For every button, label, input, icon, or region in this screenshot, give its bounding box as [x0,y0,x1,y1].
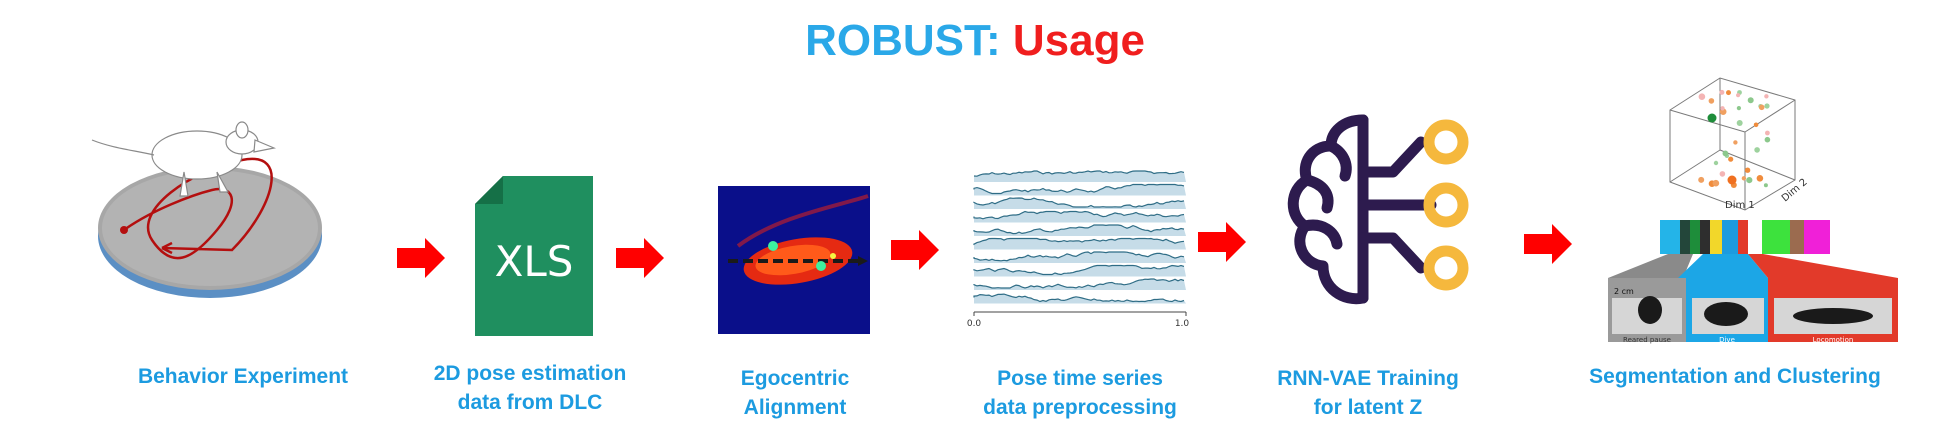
arrow-step4-to-step5 [1198,222,1246,262]
scatter-point [1728,156,1734,162]
scatter-point-highlight [1727,175,1737,185]
step-label-pose-timeseries: Pose time series data preprocessing [940,364,1220,422]
scatter-point [1754,147,1760,153]
scatter-point [1746,177,1753,184]
scatter-point [1758,104,1765,111]
scatter-point [1698,176,1705,183]
step-label-line: Segmentation and Clustering [1589,365,1881,388]
step-label-pose-estimation: 2D pose estimation data from DLC [400,359,660,417]
panel-label-reared-pause: Reared pause [1623,336,1671,344]
step-label-line: Behavior Experiment [137,365,349,388]
scatter-point [1764,136,1771,143]
scatter-point [1736,120,1743,126]
ts-axis-end: 1.0 [1175,319,1190,329]
scatter-point [1753,122,1759,128]
step-label-line: Pose time series [997,367,1163,390]
scatter-point-highlight [1707,113,1717,123]
pose-time-series-plot: 0.0 1.0 [967,170,1190,329]
scatter-point [1713,160,1719,166]
time-series-area [974,171,1186,182]
time-series-area [974,252,1186,263]
scatter-point [1712,179,1720,187]
step-label-rnn-vae: RNN-VAE Training for latent Z [1248,364,1488,422]
egocentric-alignment-image [718,186,870,334]
time-series-trace [973,278,1185,289]
arrow-step3-to-step4 [891,230,939,270]
time-series-area [974,225,1186,236]
xls-icon-text: XLS [495,237,574,286]
time-series-trace [973,210,1185,220]
time-series-area [974,279,1186,290]
panel-label-dive: Dive [1719,336,1735,344]
scatter-point [1741,176,1747,181]
scatter-point [1698,93,1706,100]
time-series-trace [973,170,1185,177]
time-series-area [974,198,1186,209]
step-label-line: Egocentric [740,367,850,390]
brain-network-icon [1287,114,1469,305]
xls-file-icon: XLS [475,176,593,336]
scatter-axis-x: Dim 1 [1725,200,1755,211]
scatter-point [1722,150,1729,157]
step-label-line: 2D pose estimation [433,362,627,385]
panel-label-locomotion: Locomotion [1813,336,1854,344]
scatter-point [1720,106,1725,111]
behavior-video-panels: 2 cm Reared pause Dive Locomotion [1608,254,1898,344]
scatter-axis-z: Dim 2 [1780,177,1810,205]
arrow-step5-to-step6 [1524,224,1572,264]
cluster-color-strip [1660,220,1830,254]
arrow-step2-to-step3 [616,238,664,278]
time-series-trace [973,224,1185,235]
scatter-point [1719,171,1726,177]
scatter-point [1708,98,1715,104]
time-series-trace [973,264,1185,276]
time-series-trace [973,183,1185,195]
scatter-points [1698,89,1771,188]
title-robust: ROBUST: [805,16,1001,65]
step-label-behavior-experiment: Behavior Experiment [103,362,383,391]
scatter-point [1765,130,1770,136]
behavior-arena-illustration [91,121,322,298]
scatter-point [1719,89,1725,95]
title-usage: Usage [1012,16,1145,65]
step-label-egocentric: Egocentric Alignment [685,364,905,422]
scale-bar-label: 2 cm [1614,287,1634,296]
time-series-trace [973,251,1185,262]
step-label-line: data preprocessing [983,396,1177,419]
scatter-point [1744,167,1751,173]
step-label-segmentation: Segmentation and Clustering [1565,362,1905,391]
time-series-lines [973,170,1186,304]
scatter-point [1736,93,1741,98]
latent-3d-scatter: Dim 1 Dim 2 [1669,77,1810,211]
step-label-line: for latent Z [1313,396,1423,419]
time-series-trace [973,197,1185,208]
ts-axis-start: 0.0 [967,319,982,329]
step-label-line: Alignment [743,396,847,419]
step-label-line: RNN-VAE Training [1277,367,1459,390]
scatter-point [1733,140,1738,145]
time-series-area [974,238,1186,250]
scatter-point [1763,183,1768,188]
scatter-point [1764,103,1770,109]
scatter-point [1764,94,1769,99]
scatter-point [1726,90,1731,96]
time-series-area [974,211,1186,223]
scatter-point [1756,175,1764,182]
diagram-title: ROBUST: Usage [0,16,1950,66]
scatter-point [1736,106,1741,111]
time-series-area [974,294,1186,304]
time-series-trace [973,293,1185,303]
arrow-step1-to-step2 [397,238,445,278]
scatter-point [1747,97,1754,104]
step-label-line: data from DLC [457,391,603,414]
time-series-trace [973,237,1185,246]
